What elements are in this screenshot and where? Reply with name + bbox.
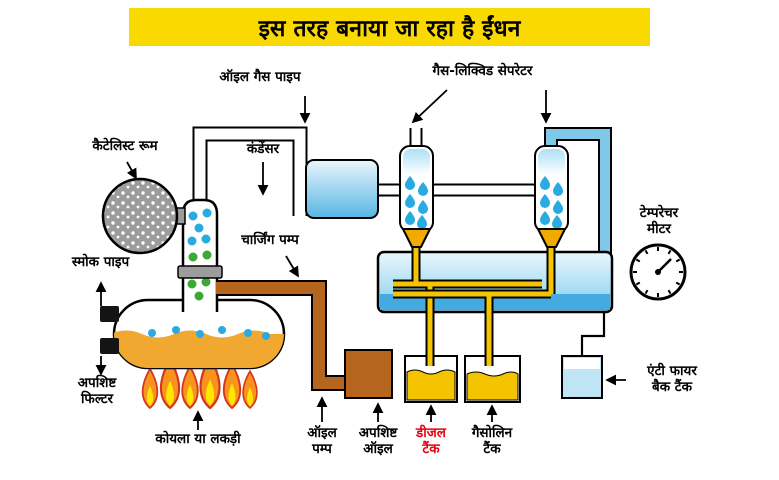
diesel-tank (404, 355, 458, 403)
label-condenser: कंडेंसर (246, 141, 280, 157)
label-waste-oil: अपशिष्ट ऑइल (358, 425, 398, 457)
waste-oil-pump-box (344, 349, 393, 399)
anti-fire-connector-pipe (580, 312, 606, 358)
label-catalyst-room: कैटेलिस्ट रूम (92, 138, 158, 154)
catalyst-room-sphere (101, 177, 186, 255)
annotation-arrows (95, 89, 626, 430)
label-gasoline-tank: गैसोलिन टैंक (471, 425, 513, 457)
label-oil-gas-pipe: ऑइल गैस पाइप (219, 69, 301, 85)
blue-water-pipe (544, 127, 612, 260)
label-temperature-meter: टेम्परेचर मीटर (639, 205, 679, 237)
smoke-pipe-caps (100, 306, 119, 354)
charging-pump-pipe (216, 280, 345, 391)
label-gas-liquid-separator: गैस-लिक्विड सेपरेटर (432, 63, 533, 79)
gas-liquid-separator-1 (399, 145, 434, 248)
oil-gas-pipe (192, 126, 308, 216)
gasoline-tank (464, 355, 521, 403)
label-anti-fire-back-tank: एंटी फायर बैक टैंक (647, 363, 697, 395)
connector-pipes (374, 128, 539, 197)
label-diesel-tank: डीजल टैंक (416, 425, 446, 457)
label-waste-filter: अपशिष्ट फिल्टर (77, 375, 117, 407)
label-coal-or-wood: कोयला या लकड़ी (155, 431, 241, 447)
label-oil-pump: ऑइल पम्प (307, 425, 337, 457)
label-charging-pump: चार्जिंग पम्प (241, 232, 299, 248)
anti-fire-back-tank (561, 355, 603, 399)
condenser-block (305, 159, 379, 219)
gas-liquid-separator-2 (534, 145, 569, 248)
temperature-gauge (629, 243, 687, 301)
label-smoke-pipe: स्मोक पाइप (71, 254, 130, 270)
title-banner: इस तरह बनाया जा रहा है ईंधन (129, 8, 650, 46)
title-text: इस तरह बनाया जा रहा है ईंधन (258, 16, 521, 42)
